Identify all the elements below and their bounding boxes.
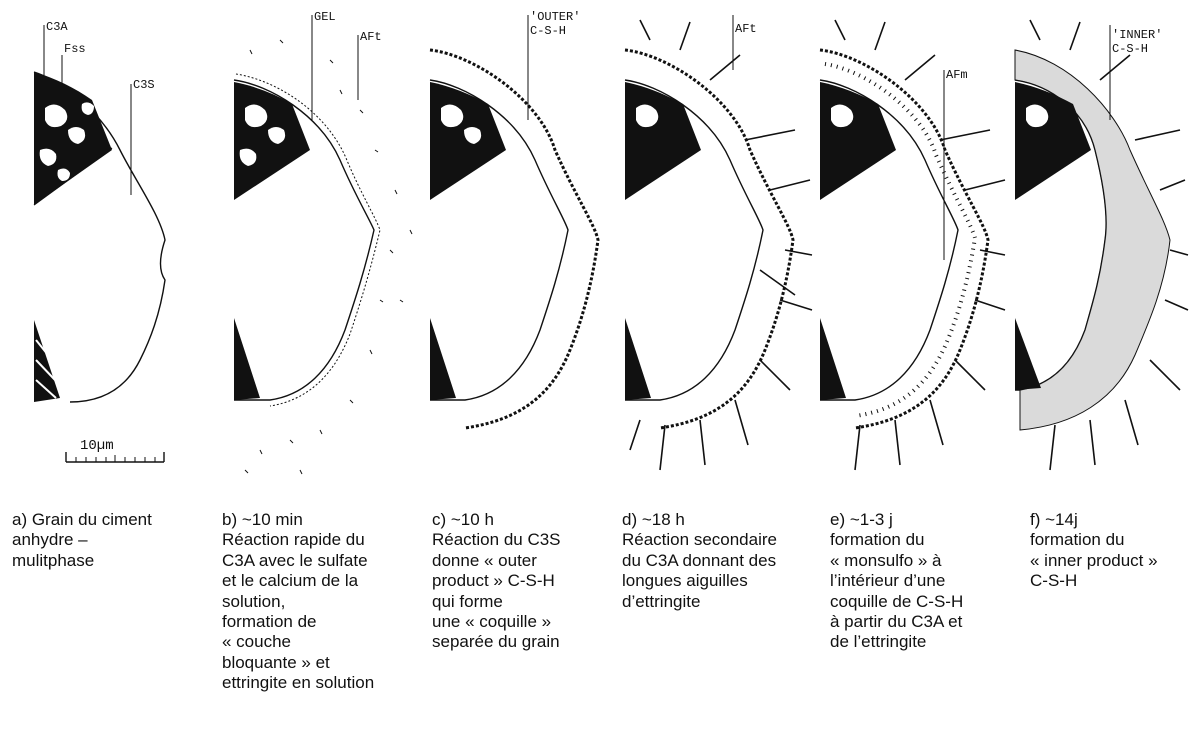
c3a-region <box>625 82 701 200</box>
panel-e-1-3j: AFm <box>820 20 1005 470</box>
label-aft: AFt <box>735 22 757 36</box>
caption-e: e) ~1-3 j formation du « monsulfo » à l’… <box>830 510 1020 653</box>
scale-bar-label: 10µm <box>80 438 114 454</box>
caption-line: b) ~10 min <box>222 510 412 530</box>
label-c3a: C3A <box>46 20 68 34</box>
c3a-lower <box>625 318 651 400</box>
caption-line: mulitphase <box>12 551 202 571</box>
c3a-lower <box>820 318 846 400</box>
caption-line: coquille de C-S-H <box>830 592 1020 612</box>
caption-line: d) ~18 h <box>622 510 812 530</box>
caption-line: et le calcium de la <box>222 571 412 591</box>
caption-c: c) ~10 h Réaction du C3S donne « outer p… <box>432 510 622 653</box>
ettringite-needles <box>835 20 1005 470</box>
caption-line: formation de <box>222 612 412 632</box>
label-afm: AFm <box>946 68 968 82</box>
caption-line: donne « outer <box>432 551 622 571</box>
label-c3s: C3S <box>133 78 155 92</box>
hydration-diagram: C3A Fss C3S 10µm GEL AFt <box>0 0 1195 490</box>
caption-line: c) ~10 h <box>432 510 622 530</box>
caption-line: e) ~1-3 j <box>830 510 1020 530</box>
label-fss: Fss <box>64 42 86 56</box>
caption-line: ettringite en solution <box>222 673 412 693</box>
label-csh: C-S-H <box>1112 42 1148 56</box>
caption-line: Réaction secondaire <box>622 530 812 550</box>
caption-line: de l’ettringite <box>830 632 1020 652</box>
caption-f: f) ~14j formation du « inner product » C… <box>1030 510 1195 592</box>
label-outer: 'OUTER' <box>530 10 580 24</box>
c3a-lower <box>430 318 456 400</box>
caption-line: l’intérieur d’une <box>830 571 1020 591</box>
c3a-region <box>820 82 896 200</box>
panel-c-10h: 'OUTER' C-S-H <box>430 10 598 428</box>
caption-line: Réaction du C3S <box>432 530 622 550</box>
caption-line: formation du <box>830 530 1020 550</box>
caption-line: solution, <box>222 592 412 612</box>
panel-f-14j: 'INNER' C-S-H <box>1015 20 1188 470</box>
label-csh: C-S-H <box>530 24 566 38</box>
caption-line: une « coquille » <box>432 612 622 632</box>
scale-bar: 10µm <box>66 438 164 462</box>
caption-line: a) Grain du ciment <box>12 510 202 530</box>
caption-line: « couche <box>222 632 412 652</box>
caption-line: qui forme <box>432 592 622 612</box>
caption-line: longues aiguilles <box>622 571 812 591</box>
panel-a-grain: C3A Fss C3S 10µm <box>34 20 165 462</box>
caption-line: separée du grain <box>432 632 622 652</box>
caption-line: formation du <box>1030 530 1195 550</box>
caption-line: « monsulfo » à <box>830 551 1020 571</box>
panel-b-10min: GEL AFt <box>234 10 412 474</box>
c3a-lower <box>1015 318 1041 390</box>
caption-line: Réaction rapide du <box>222 530 412 550</box>
caption-line: C3A avec le sulfate <box>222 551 412 571</box>
caption-line: d’ettringite <box>622 592 812 612</box>
caption-a: a) Grain du ciment anhydre – mulitphase <box>12 510 202 571</box>
label-aft: AFt <box>360 30 382 44</box>
label-inner: 'INNER' <box>1112 28 1162 42</box>
caption-b: b) ~10 min Réaction rapide du C3A avec l… <box>222 510 412 694</box>
ettringite-needles <box>630 20 812 470</box>
caption-line: product » C-S-H <box>432 571 622 591</box>
panel-d-18h: AFt <box>625 15 812 470</box>
caption-line: f) ~14j <box>1030 510 1195 530</box>
caption-line: à partir du C3A et <box>830 612 1020 632</box>
caption-line: C-S-H <box>1030 571 1195 591</box>
caption-line: bloquante » et <box>222 653 412 673</box>
caption-d: d) ~18 h Réaction secondaire du C3A donn… <box>622 510 812 612</box>
caption-line: « inner product » <box>1030 551 1195 571</box>
caption-line: anhydre – <box>12 530 202 550</box>
c3a-lower <box>234 318 260 400</box>
caption-line: du C3A donnant des <box>622 551 812 571</box>
label-gel: GEL <box>314 10 336 24</box>
